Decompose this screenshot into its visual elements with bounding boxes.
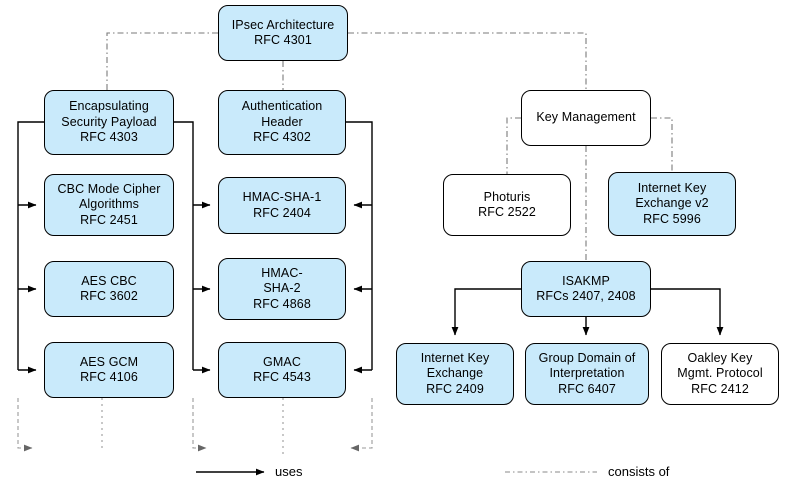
- node-line: IPsec Architecture: [231, 17, 335, 32]
- node-esp[interactable]: Encapsulating Security Payload RFC 4303: [44, 90, 174, 155]
- node-line: Security Payload: [61, 114, 157, 129]
- node-line: RFC 2451: [80, 212, 138, 227]
- node-oakley-key-mgmt-protocol[interactable]: Oakley Key Mgmt. Protocol RFC 2412: [661, 343, 779, 405]
- node-line: RFC 2522: [478, 205, 536, 219]
- node-line: RFC 4302: [253, 130, 311, 145]
- node-line: RFC 2412: [691, 381, 749, 396]
- legend-consists-of-label: consists of: [608, 464, 670, 479]
- node-line: AES CBC: [81, 273, 137, 288]
- node-line: RFC 6407: [558, 381, 616, 396]
- node-group-domain-of-interpretation[interactable]: Group Domain of Interpretation RFC 6407: [525, 343, 649, 405]
- node-cbc-mode-cipher-algorithms[interactable]: CBC Mode Cipher Algorithms RFC 2451: [44, 174, 174, 236]
- node-line: RFCs 2407, 2408: [536, 289, 636, 303]
- node-internet-key-exchange-v2[interactable]: Internet Key Exchange v2 RFC 5996: [608, 172, 736, 236]
- node-line: HMAC-: [261, 265, 303, 280]
- node-ipsec-architecture[interactable]: IPsec Architecture RFC 4301: [218, 5, 348, 61]
- node-line: RFC 2404: [253, 205, 311, 220]
- node-line: RFC 4868: [253, 296, 311, 311]
- node-line: Header: [261, 114, 303, 129]
- node-line: Exchange v2: [635, 196, 709, 211]
- node-line: Encapsulating: [69, 99, 149, 114]
- node-line: ISAKMP: [562, 273, 610, 288]
- node-line: RFC 4303: [80, 130, 138, 145]
- node-authentication-header[interactable]: Authentication Header RFC 4302: [218, 90, 346, 155]
- node-line: Interpretation: [549, 366, 625, 381]
- node-line: Photuris: [483, 189, 531, 204]
- node-line: GMAC: [263, 354, 301, 369]
- node-line: RFC 5996: [643, 211, 701, 226]
- node-aes-cbc[interactable]: AES CBC RFC 3602: [44, 261, 174, 317]
- node-line: RFC 4301: [254, 33, 312, 47]
- node-line: Key Management: [536, 110, 636, 125]
- node-line: CBC Mode Cipher: [57, 181, 161, 196]
- node-line: Mgmt. Protocol: [677, 366, 763, 381]
- node-line: RFC 4543: [253, 370, 311, 384]
- node-line: RFC 2409: [426, 381, 484, 396]
- node-line: SHA-2: [263, 281, 301, 296]
- node-line: Algorithms: [78, 197, 140, 212]
- consists-of-dangling-edges: [17, 398, 373, 455]
- node-line: AES GCM: [79, 354, 139, 369]
- node-line: Authentication: [241, 99, 323, 114]
- node-isakmp[interactable]: ISAKMP RFCs 2407, 2408: [521, 261, 651, 317]
- uses-edges: [17, 121, 724, 374]
- node-line: RFC 3602: [80, 289, 138, 303]
- node-gmac[interactable]: GMAC RFC 4543: [218, 342, 346, 398]
- node-line: Group Domain of: [538, 350, 636, 365]
- node-key-management[interactable]: Key Management: [521, 90, 651, 146]
- node-photuris[interactable]: Photuris RFC 2522: [443, 174, 571, 236]
- node-aes-gcm[interactable]: AES GCM RFC 4106: [44, 342, 174, 398]
- node-line: Internet Key: [637, 180, 707, 195]
- node-line: RFC 4106: [80, 370, 138, 384]
- legend-uses-label: uses: [275, 464, 303, 479]
- node-line: Internet Key: [420, 350, 490, 365]
- node-line: HMAC-SHA-1: [242, 190, 322, 204]
- node-line: Oakley Key: [687, 350, 753, 365]
- node-hmac-sha-2[interactable]: HMAC- SHA-2 RFC 4868: [218, 258, 346, 320]
- consists-of-edges: [106, 32, 673, 261]
- node-line: Exchange: [426, 366, 484, 381]
- node-hmac-sha-1[interactable]: HMAC-SHA-1 RFC 2404: [218, 177, 346, 234]
- node-internet-key-exchange[interactable]: Internet Key Exchange RFC 2409: [396, 343, 514, 405]
